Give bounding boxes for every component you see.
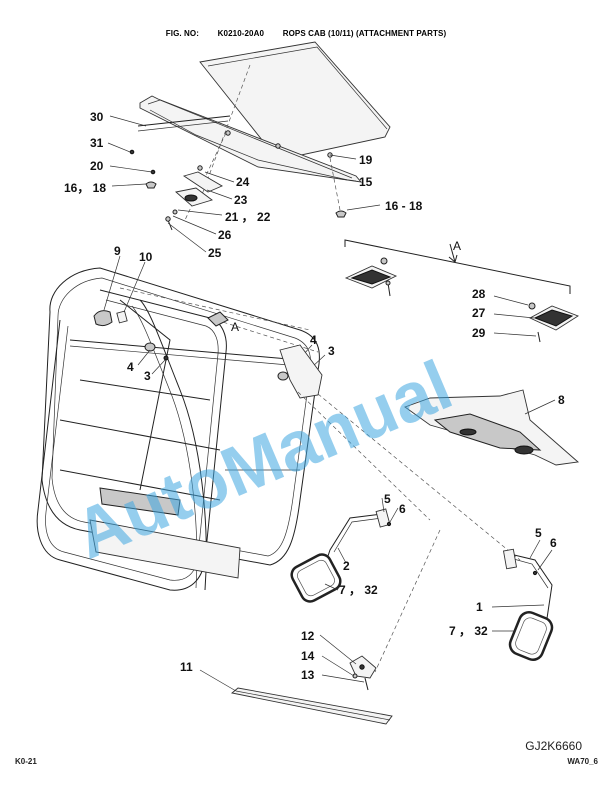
roof-fasteners (129, 130, 347, 218)
callout-24: 24 (236, 175, 250, 189)
callout-21-22: 21 ， 22 (225, 210, 271, 224)
callout-5-left: 5 (384, 492, 391, 506)
frame-hardware-9-10 (93, 255, 146, 327)
callout-28: 28 (472, 287, 486, 301)
fig-label: FIG. NO: (165, 29, 200, 38)
callout-30: 30 (90, 110, 104, 124)
callout-16-18-left: 16， 18 (64, 181, 106, 195)
callout-20: 20 (90, 159, 104, 173)
dome-lamp-left (344, 257, 398, 297)
cab-frame (36, 267, 320, 591)
callout-7-32-left: 7 ， 32 (339, 583, 378, 597)
callout-6-right: 6 (550, 536, 557, 550)
callout-6-left: 6 (399, 502, 406, 516)
callout-16-18-right: 16 - 18 (385, 199, 423, 213)
mirror-assembly-part-2 (290, 497, 399, 603)
detail-a-bracket (344, 239, 571, 294)
callout-labels: 30 31 20 16， 18 19 15 24 23 21 ， 22 16 -… (64, 110, 565, 682)
callout-11: 11 (180, 660, 193, 674)
mount-bracket-part-12 (319, 634, 377, 691)
document-code: WA70_6 (567, 757, 598, 766)
roof-frame-part-30 (137, 95, 363, 183)
callout-12: 12 (301, 629, 315, 643)
frame-hardware-3-4 (137, 342, 326, 399)
callout-8: 8 (558, 393, 565, 407)
callout-4-right: 4 (310, 333, 317, 347)
detail-label-a-frame: A (231, 320, 239, 334)
callout-14: 14 (301, 649, 315, 663)
callout-1: 1 (476, 600, 483, 614)
callout-3-left: 3 (144, 369, 151, 383)
figure-id: GJ2K6660 (525, 739, 582, 753)
trim-strip-part-11 (199, 669, 393, 725)
detail-a-marker (207, 311, 229, 327)
callout-5-right: 5 (535, 526, 542, 540)
callout-27: 27 (472, 306, 486, 320)
callout-7-32-right: 7 ， 32 (449, 624, 488, 638)
mirror-assembly-part-1 (491, 539, 554, 661)
figure-header: FIG. NO: K0210-20A0 ROPS CAB (10/11) (AT… (0, 29, 612, 38)
callout-10: 10 (139, 250, 153, 264)
callout-25: 25 (208, 246, 222, 260)
figure-title: ROPS CAB (10/11) (ATTACHMENT PARTS) (282, 29, 447, 38)
dome-lamp-right-part-27 (528, 302, 579, 343)
watermark-text: AutoManual (63, 346, 462, 574)
callout-13: 13 (301, 668, 315, 682)
callout-3-right: 3 (328, 344, 335, 358)
callout-26: 26 (218, 228, 232, 242)
callout-23: 23 (234, 193, 248, 207)
page-code: K0-21 (15, 757, 37, 766)
callout-4-left: 4 (127, 360, 134, 374)
roof-leaders (107, 115, 381, 253)
headliner-panel-part-8 (404, 389, 580, 466)
detail-label-a-top: A (453, 239, 461, 253)
bracket-part-23-24 (165, 171, 223, 231)
fig-number: K0210-20A0 (217, 29, 265, 38)
lamp-leaders (493, 295, 537, 337)
callout-15: 15 (359, 175, 373, 189)
callout-19: 19 (359, 153, 373, 167)
callout-29: 29 (472, 326, 486, 340)
callout-9: 9 (114, 244, 121, 258)
callout-2: 2 (343, 559, 350, 573)
callout-31: 31 (90, 136, 104, 150)
